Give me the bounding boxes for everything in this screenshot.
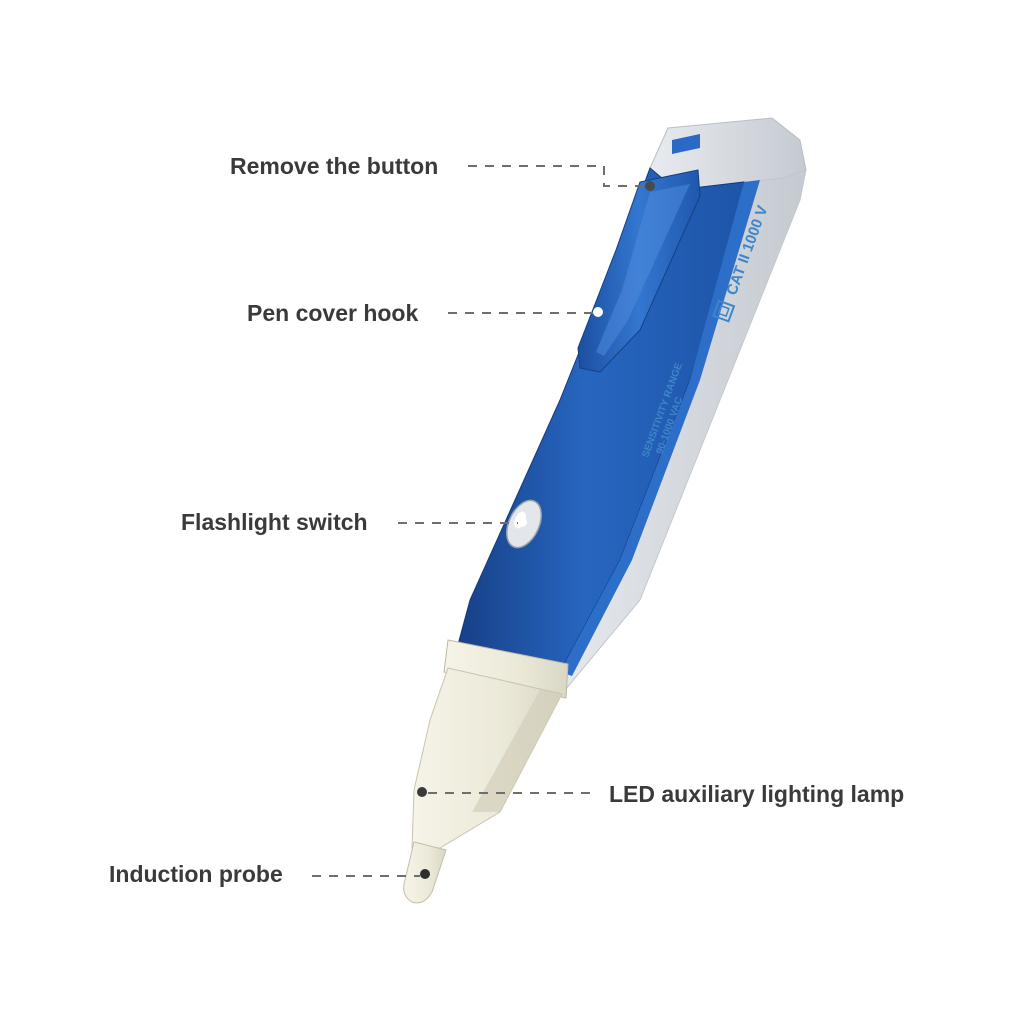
- voltage-tester-pen: CAT II 1000 V SENSITIVITY RANGE 90-1000 …: [403, 117, 807, 904]
- switch-dot: [517, 517, 527, 527]
- clip-highlight: [596, 184, 690, 356]
- callout-led-lamp: LED auxiliary lighting lamp: [428, 781, 904, 807]
- callout-flashlight-switch: Flashlight switch: [181, 509, 518, 535]
- remove-button-dot: [645, 181, 655, 191]
- leader-line-remove-button: [468, 165, 648, 187]
- callout-label-led-lamp: LED auxiliary lighting lamp: [609, 781, 904, 807]
- tip-facet-shadow: [472, 690, 562, 812]
- callout-remove-button: Remove the button: [230, 153, 648, 187]
- callout-pen-cover-hook: Pen cover hook: [247, 300, 595, 326]
- callout-induction-probe: Induction probe: [109, 861, 420, 887]
- remove-button-slot: [672, 134, 700, 154]
- double-insulation-inner: [717, 304, 730, 318]
- led-lamp: [417, 787, 427, 797]
- hook-dot: [593, 307, 603, 317]
- pen-side-stripe: [560, 180, 760, 676]
- probe-dot: [420, 869, 430, 879]
- callout-label-induction-probe: Induction probe: [109, 861, 283, 887]
- double-insulation-icon: [712, 299, 736, 323]
- callout-label-remove-button: Remove the button: [230, 153, 438, 179]
- pen-collar: [443, 639, 569, 699]
- callout-label-flashlight-switch: Flashlight switch: [181, 509, 368, 535]
- callout-label-pen-cover-hook: Pen cover hook: [247, 300, 418, 326]
